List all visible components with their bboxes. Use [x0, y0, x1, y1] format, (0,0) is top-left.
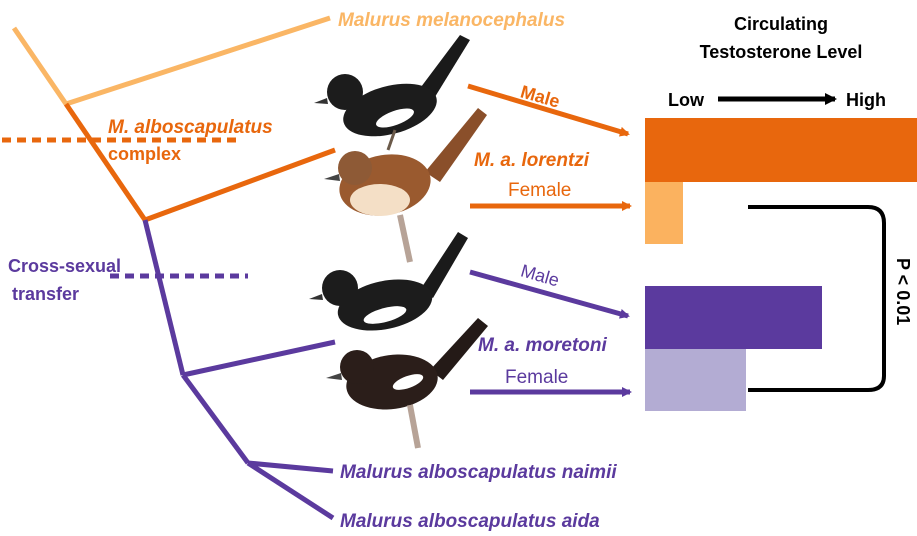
branch-melanocephalus-tip: [66, 18, 330, 104]
significance-label: P < 0.01: [893, 258, 913, 325]
label-complex-line1: M. alboscapulatus: [108, 117, 273, 138]
axis-high-label: High: [846, 90, 886, 110]
bar-lorentzi-female: [645, 182, 683, 244]
bars-group: [645, 118, 917, 411]
bird-male-black-white-icon: [309, 232, 468, 338]
label-aida: Malurus alboscapulatus aida: [340, 511, 600, 532]
branch-purple-stem: [145, 220, 183, 375]
chart-title-line1: Circulating: [734, 14, 828, 34]
branch-lower-stem: [183, 375, 248, 463]
label-lorentzi: M. a. lorentzi: [474, 150, 590, 171]
label-female-bottom: Female: [505, 367, 568, 388]
label-naimii: Malurus alboscapulatus naimii: [340, 462, 617, 483]
label-cross-sexual-line1: Cross-sexual: [8, 256, 121, 276]
branch-moretoni: [183, 342, 335, 375]
label-melanocephalus: Malurus melanocephalus: [338, 10, 565, 31]
chart-title-line2: Testosterone Level: [700, 42, 863, 62]
label-cross-sexual-line2: transfer: [12, 284, 79, 304]
bird-female-dark-icon: [326, 318, 488, 448]
label-moretoni: M. a. moretoni: [478, 335, 608, 356]
label-complex-line2: complex: [108, 144, 181, 164]
axis-low-label: Low: [668, 90, 705, 110]
bird-male-black-white-icon: [314, 35, 470, 150]
bar-lorentzi-male: [645, 118, 917, 182]
bar-moretoni-male: [645, 286, 822, 349]
bar-moretoni-female: [645, 349, 746, 411]
branch-melanocephalus: [14, 28, 66, 104]
label-female-top: Female: [508, 180, 571, 201]
testosterone-chart: Circulating Testosterone Level Low High …: [645, 14, 917, 411]
